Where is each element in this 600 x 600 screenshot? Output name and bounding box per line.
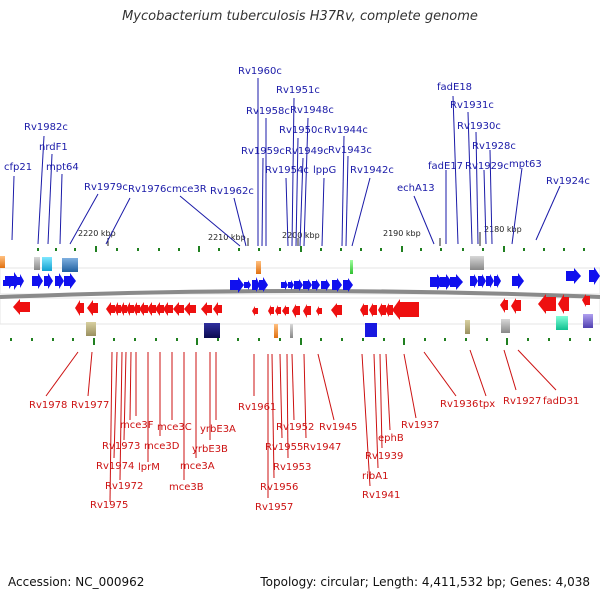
gene-label-nrdF1[interactable]: nrdF1 — [39, 142, 68, 153]
gene-label-Rv1977[interactable]: Rv1977 — [71, 400, 109, 411]
scale-label-2220: 2220 kbp — [78, 229, 116, 238]
gene-label-Rv1931c[interactable]: Rv1931c — [450, 100, 494, 111]
accession-text: Accession: NC_000962 — [8, 575, 145, 589]
gene-label-mce3C[interactable]: mce3C — [157, 422, 192, 433]
gene-label-Rv1958c[interactable]: Rv1958c — [246, 106, 290, 117]
scale-label-2190: 2190 kbp — [383, 229, 421, 238]
gene-label-Rv1959c[interactable]: Rv1959c — [241, 146, 285, 157]
gene-label-Rv1974[interactable]: Rv1974 — [96, 461, 134, 472]
gene-label-mce3B[interactable]: mce3B — [169, 482, 204, 493]
gene-label-Rv1955[interactable]: Rv1955 — [265, 442, 303, 453]
gene-label-mpt63[interactable]: mpt63 — [509, 159, 542, 170]
gene-label-Rv1949c[interactable]: Rv1949c — [285, 146, 329, 157]
gene-label-Rv1952[interactable]: Rv1952 — [276, 422, 314, 433]
gene-label-Rv1939[interactable]: Rv1939 — [365, 451, 403, 462]
gene-label-Rv1979c[interactable]: Rv1979c — [84, 182, 128, 193]
gene-label-Rv1929c[interactable]: Rv1929c — [465, 161, 509, 172]
gene-label-Rv1956[interactable]: Rv1956 — [260, 482, 298, 493]
gene-label-fadE17[interactable]: fadE17 — [428, 161, 463, 172]
gene-label-Rv1978[interactable]: Rv1978 — [29, 400, 67, 411]
gene-label-Rv1930c[interactable]: Rv1930c — [457, 121, 501, 132]
gene-label-Rv1960c[interactable]: Rv1960c — [238, 66, 282, 77]
gene-label-Rv1947[interactable]: Rv1947 — [303, 442, 341, 453]
gene-label-Rv1951c[interactable]: Rv1951c — [276, 85, 320, 96]
gene-label-cfp21[interactable]: cfp21 — [4, 162, 32, 173]
gene-label-Rv1962c[interactable]: Rv1962c — [210, 186, 254, 197]
gene-label-Rv1957[interactable]: Rv1957 — [255, 502, 293, 513]
gene-label-Rv1942c[interactable]: Rv1942c — [350, 165, 394, 176]
gene-label-ribA1[interactable]: ribA1 — [362, 471, 388, 482]
gene-label-mpt64[interactable]: mpt64 — [46, 162, 79, 173]
gene-label-Rv1941[interactable]: Rv1941 — [362, 490, 400, 501]
scale-label-2210: 2210 kbp — [208, 233, 246, 242]
gene-label-Rv1961[interactable]: Rv1961 — [238, 402, 276, 413]
bottom-leader-lines — [45, 349, 557, 503]
gene-label-lppG[interactable]: lppG — [313, 165, 336, 176]
gene-label-Rv1927[interactable]: Rv1927 — [503, 396, 541, 407]
gene-label-fadE18[interactable]: fadE18 — [437, 82, 472, 93]
gene-label-mce3D[interactable]: mce3D — [144, 441, 180, 452]
gene-label-mce3R[interactable]: mce3R — [172, 184, 207, 195]
reverse-gene-arrows — [13, 294, 590, 320]
gene-label-Rv1944c[interactable]: Rv1944c — [324, 125, 368, 136]
gene-label-Rv1975[interactable]: Rv1975 — [90, 500, 128, 511]
gene-label-Rv1982c[interactable]: Rv1982c — [24, 122, 68, 133]
gene-label-Rv1945[interactable]: Rv1945 — [319, 422, 357, 433]
gene-label-mce3A[interactable]: mce3A — [180, 461, 215, 472]
gene-label-Rv1950c[interactable]: Rv1950c — [279, 125, 323, 136]
gene-label-ephB[interactable]: ephB — [378, 433, 404, 444]
top-feature-boxes — [0, 256, 484, 274]
gene-label-yrbE3A[interactable]: yrbE3A — [200, 424, 236, 435]
gene-label-Rv1953[interactable]: Rv1953 — [273, 462, 311, 473]
gene-label-Rv1943c[interactable]: Rv1943c — [328, 145, 372, 156]
gene-label-Rv1937[interactable]: Rv1937 — [401, 420, 439, 431]
gene-label-Rv1972[interactable]: Rv1972 — [105, 481, 143, 492]
gene-label-fadD31[interactable]: fadD31 — [543, 396, 579, 407]
gene-label-Rv1954c[interactable]: Rv1954c — [265, 165, 309, 176]
gene-label-Rv1948c[interactable]: Rv1948c — [290, 105, 334, 116]
top-grid-marks — [37, 246, 585, 252]
gene-label-echA13[interactable]: echA13 — [397, 183, 435, 194]
genome-backbone — [0, 289, 600, 299]
gene-label-yrbE3B[interactable]: yrbE3B — [192, 444, 228, 455]
top-leader-lines — [11, 78, 561, 247]
page-title: Mycobacterium tuberculosis H37Rv, comple… — [122, 9, 478, 24]
gene-label-lprM[interactable]: lprM — [138, 462, 160, 473]
gene-label-Rv1924c[interactable]: Rv1924c — [546, 176, 590, 187]
gene-label-Rv1936[interactable]: Rv1936 — [440, 399, 478, 410]
bottom-grid-marks — [10, 338, 591, 345]
gene-label-Rv1973[interactable]: Rv1973 — [102, 441, 140, 452]
gene-label-Rv1976c[interactable]: Rv1976c — [128, 184, 172, 195]
forward-gene-arrows — [3, 267, 600, 293]
gene-label-mce3F[interactable]: mce3F — [120, 420, 154, 431]
gene-label-tpx[interactable]: tpx — [479, 399, 495, 410]
genome-info-text: Topology: circular; Length: 4,411,532 bp… — [260, 575, 590, 589]
gene-label-Rv1928c[interactable]: Rv1928c — [472, 141, 516, 152]
scale-label-2180: 2180 kbp — [484, 225, 522, 234]
bottom-feature-boxes — [86, 314, 593, 338]
